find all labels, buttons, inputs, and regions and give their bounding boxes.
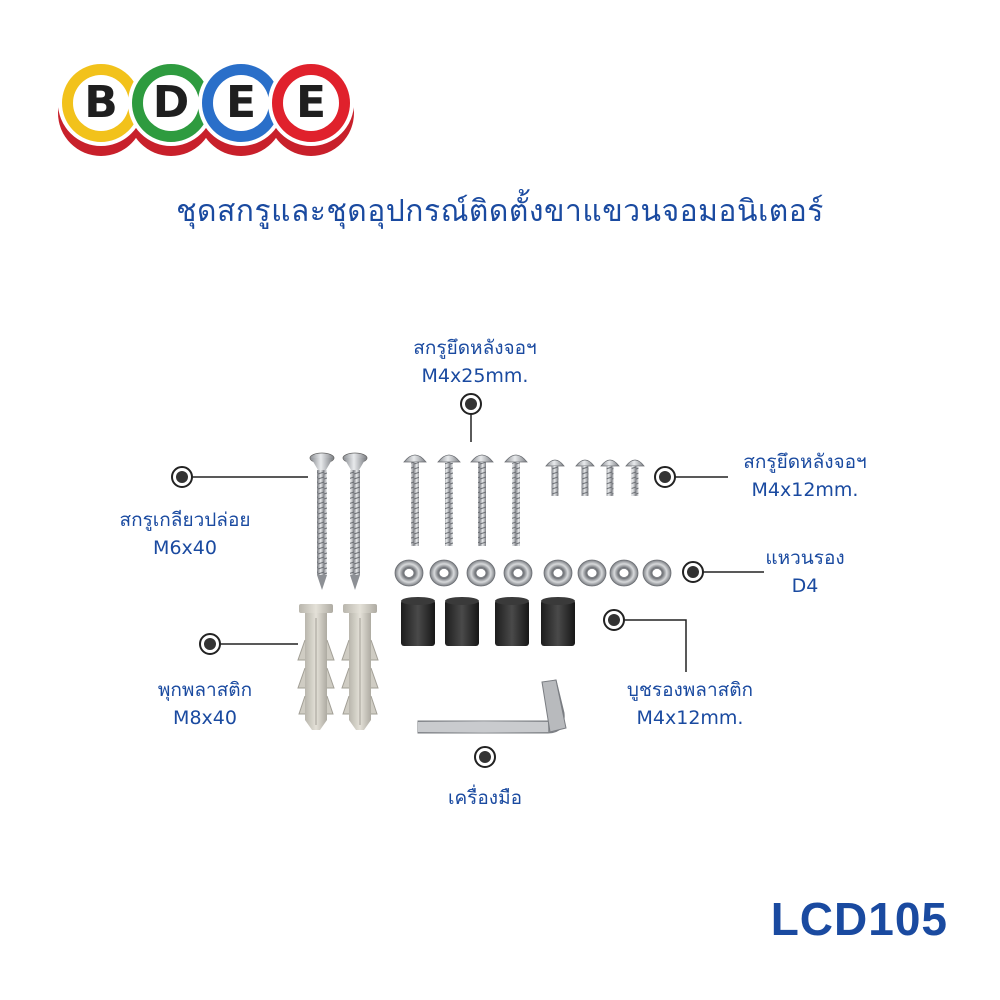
label-bushing: บูชรองพลาสติก M4x12mm. [590,676,790,732]
plastic-anchor [341,604,379,730]
plastic-bushing [541,597,575,646]
plastic-bushing [495,597,529,646]
bullet-markers [171,393,704,768]
plastic-bushing [445,597,479,646]
label-tool: เครื่องมือ [405,784,565,812]
machine-screw-long [403,454,427,546]
machine-screw-long [437,454,461,546]
logo-char: E [213,75,269,131]
label-line: M4x12mm. [636,707,744,729]
wood-screw [309,452,335,590]
label-line: สกรูยึดหลังจอฯ [743,451,867,473]
label-washer: แหวนรอง D4 [740,544,870,600]
machine-screw-short [600,459,620,496]
plastic-bushing [401,597,435,646]
label-screw-back-12: สกรูยึดหลังจอฯ M4x12mm. [700,448,910,504]
plastic-anchor [297,604,335,730]
bullet-marker-icon [171,466,193,488]
washer [466,559,496,587]
hex-key-tool [417,679,567,734]
logo-char: B [73,75,129,131]
label-line: M4x25mm. [421,365,529,387]
label-line: สกรูยึดหลังจอฯ [413,337,537,359]
machine-screw-long [504,454,528,546]
label-wood-screw: สกรูเกลียวปล่อย M6x40 [80,506,290,562]
machine-screw-short [625,459,645,496]
bullet-marker-icon [603,609,625,631]
logo-char: E [283,75,339,131]
label-line: สกรูเกลียวปล่อย [119,509,251,531]
washer [543,559,573,587]
logo-letter-b: B [58,60,144,146]
label-line: M4x12mm. [751,479,859,501]
label-line: เครื่องมือ [447,787,523,809]
bullet-marker-icon [654,466,676,488]
logo-char: D [143,75,199,131]
model-number: LCD105 [770,893,948,945]
label-screw-back-25: สกรูยึดหลังจอฯ M4x25mm. [360,334,590,390]
washer [642,559,672,587]
wood-screw [342,452,368,590]
washer [503,559,533,587]
machine-screw-long [470,454,494,546]
machine-screw-short [575,459,595,496]
bullet-marker-icon [199,633,221,655]
label-line: แหวนรอง [765,547,845,569]
bullet-marker-icon [682,561,704,583]
washer [609,559,639,587]
label-line: M8x40 [173,707,237,729]
label-line: M6x40 [153,537,217,559]
washer [394,559,424,587]
logo-letter-e-2: E [268,60,354,146]
label-line: พุกพลาสติก [157,679,253,701]
machine-screw-short [545,459,565,496]
logo-letter-e: E [198,60,284,146]
page-title: ชุดสกรูและชุดอุปกรณ์ติดตั้งขาแขวนจอมอนิเ… [176,194,824,229]
brand-logo: B D E E [58,52,358,164]
washer [577,559,607,587]
label-anchor: พุกพลาสติก M8x40 [120,676,290,732]
label-line: บูชรองพลาสติก [626,679,754,701]
label-line: D4 [791,575,819,597]
washer [429,559,459,587]
bullet-marker-icon [474,746,496,768]
bullet-marker-icon [460,393,482,415]
